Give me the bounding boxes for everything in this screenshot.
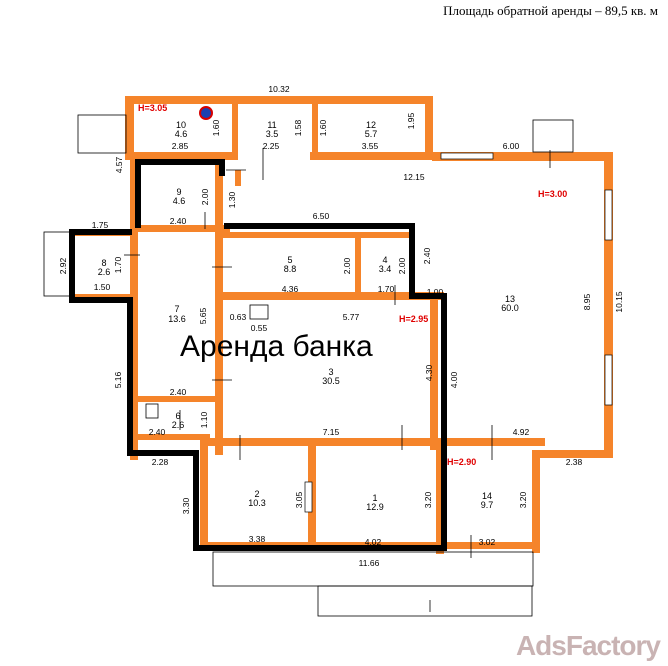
dim: 3.05: [294, 491, 304, 508]
dim: 2.40: [170, 387, 187, 397]
dim: 1.60: [211, 119, 221, 136]
dim: 2.92: [58, 257, 68, 274]
dim: 1.50: [94, 282, 111, 292]
rent-label: Аренда банка: [180, 330, 373, 363]
dim: 2.25: [263, 141, 280, 151]
room-area: 2.6: [98, 267, 111, 277]
dim: 5.16: [113, 371, 123, 388]
dimension-labels: 10.32 2.85 1.60 2.25 1.58 1.60 3.55 1.95…: [58, 84, 624, 568]
dim: 4.00: [449, 371, 459, 388]
room-number: 8: [101, 258, 106, 268]
dim: 3.20: [518, 491, 528, 508]
dim: 4.57: [114, 156, 124, 173]
room-area: 4.6: [175, 129, 188, 139]
dim: 2.00: [200, 188, 210, 205]
room-number: 7: [174, 304, 179, 314]
room-area: 60.0: [501, 303, 519, 313]
dim: 1.58: [293, 119, 303, 136]
room-area: 10.3: [248, 498, 266, 508]
room-number: 11: [267, 120, 276, 130]
dim: 0.55: [251, 323, 268, 333]
porches: [43, 114, 574, 617]
dim: 4.92: [513, 427, 530, 437]
dim: 1.30: [227, 191, 237, 208]
room-number: 13: [505, 294, 515, 304]
dim: 11.66: [359, 558, 380, 568]
dim: 3.30: [181, 497, 191, 514]
dim: 5.65: [198, 307, 208, 324]
room-labels: 10 4.6 11 3.5 12 5.7 9 4.6 8 2.6 7 13.6 …: [98, 120, 519, 512]
height-mark: H=2.90: [447, 457, 476, 467]
room-number: 2: [254, 489, 259, 499]
dim: 2.00: [342, 257, 352, 274]
dim: 2.38: [566, 457, 583, 467]
dim: 2.40: [149, 427, 166, 437]
height-marks: H=3.05 H=3.00 H=2.95 H=2.90: [138, 103, 567, 467]
dim: 4.30: [424, 364, 434, 381]
room-area: 2.6: [172, 420, 185, 430]
dim: 2.28: [152, 457, 169, 467]
dim: 3.20: [423, 491, 433, 508]
room-number: 12: [366, 120, 376, 130]
dim: 2.40: [170, 216, 187, 226]
utility-icon: [199, 106, 213, 120]
room-area: 3.4: [379, 264, 392, 274]
room-number: 3: [328, 367, 333, 377]
room-number: 10: [176, 120, 186, 130]
dim: 1.70: [378, 284, 395, 294]
dim: 6.50: [313, 211, 330, 221]
dim: 1.60: [318, 119, 328, 136]
room-number: 1: [372, 493, 377, 503]
height-mark: H=3.05: [138, 103, 167, 113]
dim: 10.15: [614, 291, 624, 313]
dim: 3.02: [479, 537, 496, 547]
dim: 2.40: [422, 247, 432, 264]
room-area: 4.6: [173, 196, 186, 206]
room-number: 5: [287, 255, 292, 265]
dim: 3.55: [362, 141, 379, 151]
room-area: 3.5: [266, 129, 279, 139]
dim: 4.36: [282, 284, 299, 294]
dim: 10.32: [268, 84, 290, 94]
room-number: 6: [175, 411, 180, 421]
height-mark: H=2.95: [399, 314, 428, 324]
dim: 1.10: [199, 411, 209, 428]
room-number: 4: [382, 255, 387, 265]
dim: 6.00: [503, 141, 520, 151]
dim: 0.63: [230, 312, 247, 322]
dim: 1.95: [406, 112, 416, 129]
room-area: 12.9: [366, 502, 384, 512]
rent-boundary: [69, 159, 447, 551]
dim: 2.00: [397, 257, 407, 274]
dim: 7.15: [323, 427, 340, 437]
dim: 4.02: [365, 537, 382, 547]
dim: 2.85: [172, 141, 189, 151]
dim: 5.77: [343, 312, 360, 322]
watermark: AdsFactory: [515, 630, 661, 661]
height-mark: H=3.00: [538, 189, 567, 199]
dim: 1.75: [92, 220, 109, 230]
doors: [124, 148, 551, 558]
room-area: 9.7: [481, 500, 494, 510]
dim: 12.15: [403, 172, 425, 182]
room-number: 9: [176, 187, 181, 197]
dim: 1.00: [427, 287, 444, 297]
dim: 8.95: [582, 293, 592, 310]
room-area: 8.8: [284, 264, 297, 274]
caption: Площадь обратной аренды – 89,5 кв. м: [443, 3, 658, 18]
room-number: 14: [482, 491, 492, 501]
fixtures: [145, 106, 269, 419]
room-area: 30.5: [322, 376, 340, 386]
room-area: 5.7: [365, 129, 378, 139]
dim: 3.38: [249, 534, 266, 544]
windows: [304, 152, 613, 513]
dim: 1.70: [113, 256, 123, 273]
room-area: 13.6: [168, 314, 186, 324]
